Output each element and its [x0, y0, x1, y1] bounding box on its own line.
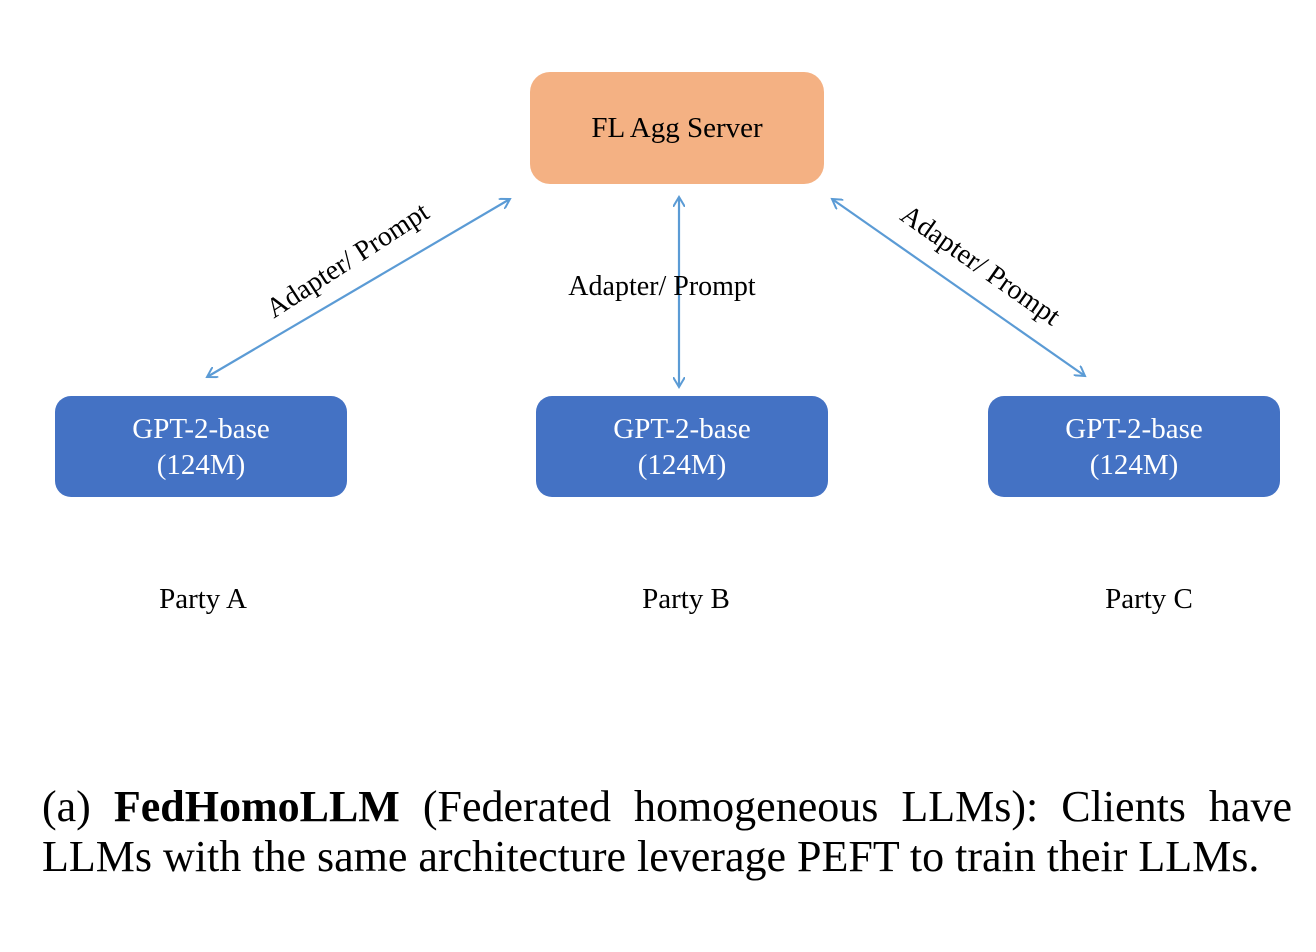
model-size: (124M) — [637, 448, 727, 481]
caption-method-name: FedHomoLLM — [113, 782, 400, 831]
party-a-label: Party A — [159, 583, 247, 615]
caption-text: (Federated homogeneous LLMs): Clients ha… — [42, 782, 1292, 881]
figure-caption: (a) FedHomoLLM (Federated homogeneous LL… — [42, 782, 1292, 882]
server-label: FL Agg Server — [591, 111, 763, 144]
model-size: (124M) — [1089, 448, 1179, 481]
party-c-label: Party C — [1105, 583, 1193, 615]
model-name: GPT-2-base — [132, 412, 270, 445]
edge-label-party-b: Adapter/ Prompt — [568, 271, 756, 302]
model-name: GPT-2-base — [1065, 412, 1203, 445]
arrow-server-party-c — [832, 199, 1085, 376]
model-name: GPT-2-base — [613, 412, 751, 445]
arrow-server-party-a — [207, 199, 510, 377]
party-b-label: Party B — [642, 583, 730, 615]
fl-agg-server-node: FL Agg Server — [530, 72, 824, 184]
model-size: (124M) — [156, 448, 246, 481]
party-c-model-node: GPT-2-base (124M) — [988, 396, 1280, 497]
party-b-model-node: GPT-2-base (124M) — [536, 396, 828, 497]
caption-prefix: (a) — [42, 782, 114, 831]
party-a-model-node: GPT-2-base (124M) — [55, 396, 347, 497]
